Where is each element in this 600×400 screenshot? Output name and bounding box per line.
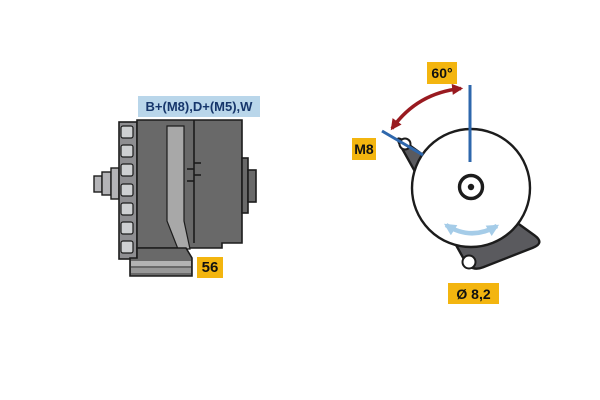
- thread-size-label: M8: [352, 138, 376, 160]
- angle-label: 60°: [427, 62, 457, 84]
- alternator-end-view: [381, 83, 541, 270]
- rotation-direction-arrow: [443, 223, 500, 236]
- connector-label: 56: [197, 257, 223, 278]
- housing-body: [136, 119, 243, 250]
- terminal-block: [241, 157, 257, 214]
- terminals-label: B+(M8),D+(M5),W: [138, 96, 260, 117]
- mounting-foot: [129, 247, 193, 277]
- mounting-hole-bottom: [461, 254, 477, 270]
- alternator-side-view: [93, 119, 257, 277]
- m8-hole-axis-line: [381, 129, 424, 157]
- hole-diameter-label: Ø 8,2: [448, 283, 499, 304]
- pulley-edge: [118, 121, 138, 260]
- shaft-end: [93, 167, 120, 200]
- housing-mid-band: [166, 125, 191, 250]
- shaft-center-dot: [467, 183, 475, 191]
- angle-arrow: [390, 83, 464, 131]
